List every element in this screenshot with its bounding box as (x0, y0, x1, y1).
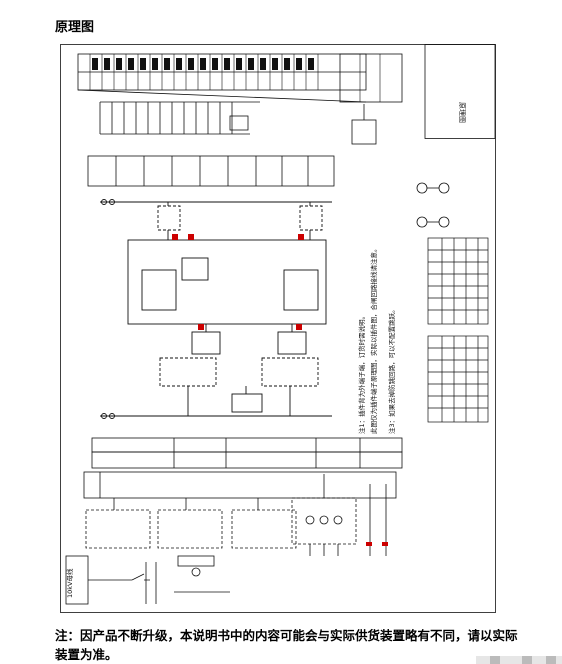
state-table-lower (427, 335, 489, 423)
left-bus-label: 10kV母线 (65, 568, 74, 598)
state-table-upper (427, 237, 489, 325)
diagram-frame (60, 44, 496, 613)
page-corner-decoration (476, 656, 562, 664)
note-1: 注1：插件背为外端子端，订货时需说明。 (357, 313, 366, 434)
title-block-text: 原理图 (458, 102, 466, 123)
title-block (424, 44, 496, 139)
note-2: 此图仅为插件端子原理图，实际以插件图，合闸回路接线请注意。 (369, 246, 378, 435)
function-label-row (87, 155, 335, 187)
footnote: 注：因产品不断升级，本说明书中的内容可能会与实际供货装置略有不同，请以实际装置为… (55, 628, 518, 662)
terminal-strip-right (339, 53, 403, 103)
schematic-diagram: 注1：插件背为外端子端，订货时需说明。 此图仅为插件端子原理图，实际以插件图，合… (60, 44, 496, 613)
note-3: 注3：如果去掉防跳回路，可以不配置跳跃。 (387, 306, 396, 434)
protection-module (127, 239, 327, 325)
page-title: 原理图 (55, 20, 95, 35)
